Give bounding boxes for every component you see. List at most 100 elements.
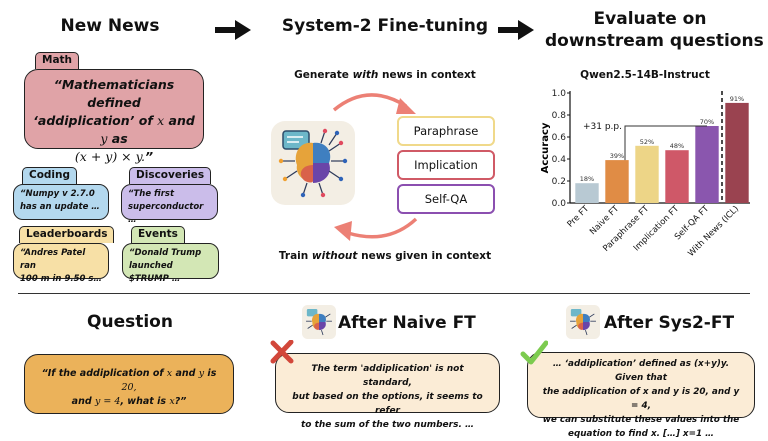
news-card-discoveries: “The first superconductor … bbox=[121, 184, 218, 225]
q-text: is bbox=[204, 368, 217, 379]
brain-ai-icon bbox=[302, 305, 336, 339]
method-box-self-qa: Self-QA bbox=[397, 184, 495, 214]
card-line: launched $TRUMP … bbox=[129, 261, 181, 284]
bar-pre-ft bbox=[575, 183, 599, 203]
sys2-ft-title: After Sys2-FT bbox=[604, 313, 735, 333]
bar-value-label: 70% bbox=[700, 118, 714, 126]
bar-self-qa-ft bbox=[695, 126, 719, 203]
bar-paraphrase-ft bbox=[635, 145, 659, 203]
card-line: “Numpy v 2.7.0 bbox=[20, 189, 95, 199]
news-tab-math: Math bbox=[35, 52, 80, 69]
y-axis-label: Accuracy bbox=[540, 122, 551, 173]
equation: y = 4 bbox=[94, 396, 121, 407]
improvement-bracket bbox=[624, 125, 707, 161]
curved-arrow-top-icon bbox=[332, 93, 416, 114]
y-tick-label: 1.0 bbox=[552, 89, 567, 99]
card-line: has an update … bbox=[20, 202, 100, 212]
var-x: x bbox=[169, 396, 175, 407]
bar-naive-ft bbox=[605, 160, 629, 203]
q-text: and bbox=[172, 368, 199, 379]
question-line-2: and y = 4, what is x?” bbox=[35, 395, 223, 409]
evaluate-line-2: downstream questions bbox=[545, 31, 764, 51]
bar-value-label: 48% bbox=[670, 142, 684, 150]
improvement-annotation: +31 p.p. bbox=[583, 122, 622, 132]
math-line-1: “Mathematicians defined bbox=[53, 77, 175, 110]
news-card-math: “Mathematicians defined ‘addiplication’ … bbox=[24, 69, 204, 164]
evaluate-line-1: Evaluate on bbox=[593, 9, 707, 29]
card-line: superconductor … bbox=[128, 202, 204, 225]
news-tab-leaderboards: Leaderboards bbox=[19, 226, 115, 243]
arrow-right-icon bbox=[498, 20, 534, 40]
q-text: and bbox=[71, 396, 95, 407]
naive-ft-title: After Naive FT bbox=[338, 313, 476, 333]
y-tick-label: 0.6 bbox=[552, 133, 567, 143]
y-tick-label: 0.0 bbox=[552, 199, 567, 209]
chart-title: Qwen2.5-14B-Instruct bbox=[580, 69, 710, 81]
brain-ai-icon bbox=[271, 121, 355, 205]
math-text: and bbox=[164, 113, 195, 128]
news-tab-discoveries: Discoveries bbox=[129, 167, 212, 184]
q-text: , what is bbox=[120, 396, 170, 407]
naive-ft-answer-card: The term 'addiplication' is not standard… bbox=[275, 353, 500, 430]
answer-line: the addiplication of x and y is 20, and … bbox=[542, 387, 740, 411]
arrow-right-icon bbox=[215, 20, 251, 40]
news-tab-coding: Coding bbox=[22, 167, 78, 184]
caption-text: Train bbox=[278, 250, 312, 262]
y-tick-label: 0.2 bbox=[552, 177, 566, 187]
section-divider bbox=[18, 293, 750, 294]
curved-arrow-bottom-icon bbox=[334, 217, 418, 241]
card-line: “The first bbox=[128, 189, 175, 199]
answer-line: … ‘addiplication’ defined as (x+y)y. Giv… bbox=[552, 359, 730, 383]
card-line: 100 m in 9.50 s… bbox=[20, 274, 102, 284]
question-line-1: “If the addiplication of x and y is 20, bbox=[35, 367, 223, 395]
var-y: y bbox=[100, 131, 108, 146]
answer-line: to the sum of the two numbers. … bbox=[300, 420, 475, 430]
brain-ai-icon bbox=[566, 305, 600, 339]
news-card-coding: “Numpy v 2.7.0 has an update … bbox=[13, 184, 109, 220]
sys2-ft-answer-card: … ‘addiplication’ defined as (x+y)y. Giv… bbox=[527, 352, 755, 439]
answer-line: The term 'addiplication' is not standard… bbox=[311, 364, 464, 388]
var-y: y bbox=[198, 368, 205, 379]
q-text: ?” bbox=[174, 396, 187, 407]
method-box-paraphrase: Paraphrase bbox=[397, 116, 495, 146]
check-icon bbox=[520, 340, 548, 365]
math-text: as bbox=[107, 131, 128, 146]
answer-line: equation to find x. […] x=1 … bbox=[568, 429, 714, 439]
math-line-3: (x + y) × y.” bbox=[33, 148, 195, 166]
section-title-evaluate: Evaluate on downstream questions bbox=[545, 8, 764, 52]
q-text: “If the addiplication of bbox=[41, 368, 167, 379]
y-tick-label: 0.8 bbox=[552, 111, 567, 121]
caption-text: news given in context bbox=[357, 250, 492, 262]
math-text: ‘addiplication’ of bbox=[33, 113, 158, 128]
bar-value-label: 91% bbox=[730, 95, 744, 103]
y-tick-label: 0.4 bbox=[552, 155, 567, 165]
question-card: “If the addiplication of x and y is 20, … bbox=[24, 354, 234, 414]
value-20: 20, bbox=[121, 382, 137, 393]
caption-emphasis: without bbox=[311, 250, 358, 262]
bar-implication-ft bbox=[665, 150, 689, 203]
card-line: “Andres Patel ran bbox=[20, 248, 86, 271]
caption-text: news in context bbox=[378, 69, 476, 81]
method-box-implication: Implication bbox=[397, 150, 495, 180]
quote-end: ” bbox=[145, 149, 154, 164]
caption-emphasis: with bbox=[352, 69, 379, 81]
bar-with-news-icl- bbox=[725, 102, 749, 203]
card-line: “Donald Trump bbox=[129, 248, 202, 258]
section-title-new-news: New News bbox=[60, 16, 160, 36]
cross-icon bbox=[270, 340, 294, 364]
math-line-2: ‘addiplication’ of x and y as bbox=[33, 112, 195, 148]
answer-line: we can substitute these values into the bbox=[542, 415, 740, 425]
news-tab-events: Events bbox=[131, 226, 185, 243]
bar-value-label: 18% bbox=[580, 175, 594, 183]
formula: (x + y) × y. bbox=[74, 149, 146, 164]
answer-line: but based on the options, it seems to re… bbox=[292, 392, 483, 416]
x-tick-label: Pre FT bbox=[566, 203, 592, 229]
train-caption: Train without news given in context bbox=[260, 250, 510, 262]
var-x: x bbox=[166, 368, 173, 379]
section-title-fine-tuning: System-2 Fine-tuning bbox=[281, 16, 489, 36]
question-title: Question bbox=[87, 312, 173, 332]
bar-value-label: 39% bbox=[610, 152, 624, 160]
news-card-events: “Donald Trump launched $TRUMP … bbox=[122, 243, 219, 284]
bar-value-label: 52% bbox=[640, 138, 654, 146]
var-x: x bbox=[157, 113, 165, 128]
